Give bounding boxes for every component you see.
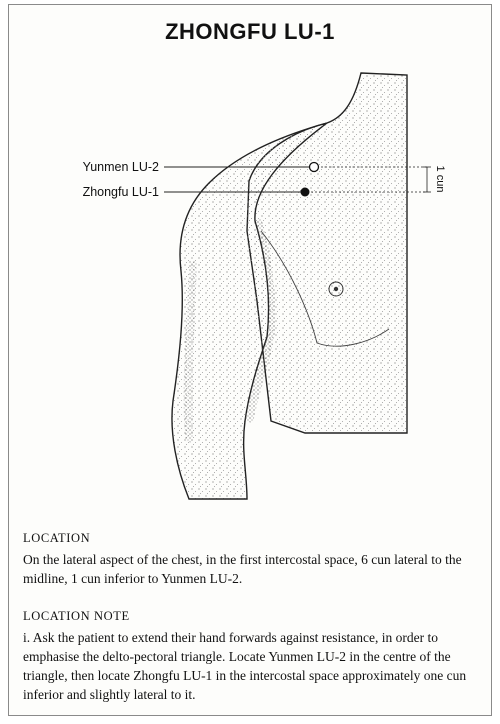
location-note-heading: LOCATION NOTE (23, 609, 489, 624)
torso-outline (247, 73, 407, 433)
location-note-text: i. Ask the patient to extend their hand … (23, 628, 489, 704)
location-heading: LOCATION (23, 531, 489, 546)
anatomy-illustration: Yunmen LU-2 Zhongfu LU-1 1 cun (9, 61, 493, 521)
yunmen-point-marker (310, 163, 319, 172)
zhongfu-point-marker (301, 188, 310, 197)
location-section: LOCATION On the lateral aspect of the ch… (23, 531, 489, 588)
nipple-center (334, 287, 338, 291)
page-title: ZHONGFU LU-1 (9, 19, 491, 45)
yunmen-label: Yunmen LU-2 (83, 160, 159, 174)
distance-label: 1 cun (434, 166, 446, 193)
anatomy-figure: Yunmen LU-2 Zhongfu LU-1 1 cun (9, 61, 493, 521)
page: ZHONGFU LU-1 (8, 4, 492, 716)
location-note-section: LOCATION NOTE i. Ask the patient to exte… (23, 609, 489, 704)
location-text: On the lateral aspect of the chest, in t… (23, 550, 489, 588)
zhongfu-label: Zhongfu LU-1 (83, 185, 159, 199)
